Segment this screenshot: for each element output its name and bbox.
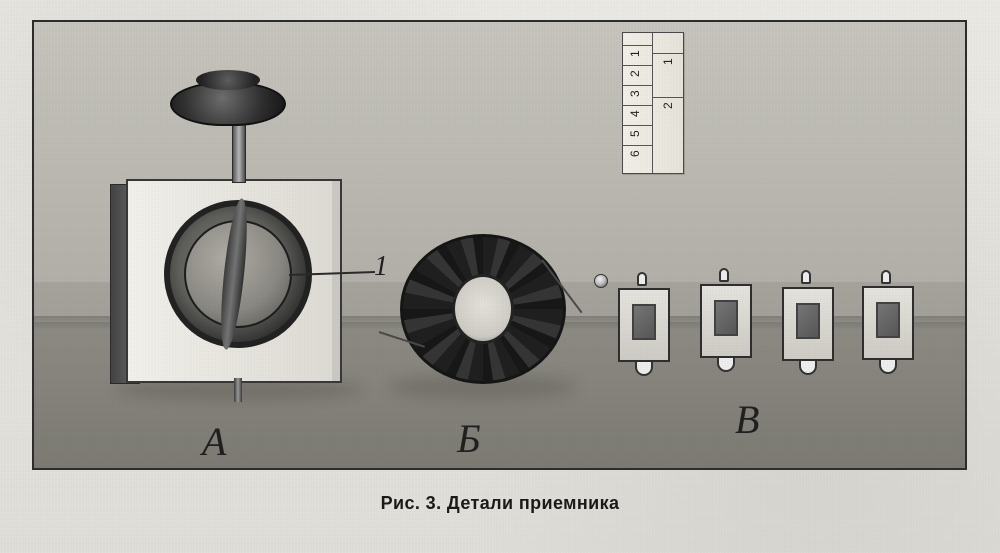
ruler-left-label-6: 6 [628,150,642,157]
ruler-right-label-2: 2 [661,102,675,109]
part-v-component-2 [700,284,752,358]
ruler-left-tick-3 [623,85,652,86]
part-a-shaft [232,117,246,183]
figure-caption: Рис. 3. Детали приемника [380,493,620,513]
part-a-knob-top [196,70,260,90]
part-b-center-hole [452,274,514,344]
part-b-terminal [594,274,608,288]
ruler-left-label-4: 4 [628,110,642,117]
part-v-top-tab-4 [881,270,891,284]
ruler-left-scale: 1 2 3 4 5 6 [623,33,652,173]
ruler-left-label-3: 3 [628,90,642,97]
ruler-left-tick-6 [623,145,652,146]
ruler-left-tick-2 [623,65,652,66]
ruler-right-tick-1 [653,53,683,54]
ruler-right-label-1: 1 [661,58,675,65]
part-v-bottom-lug-1 [635,362,653,376]
part-a-foot [234,378,242,402]
ruler-left-tick-5 [623,125,652,126]
part-v-component-3 [782,287,834,361]
part-v-component-4 [862,286,914,360]
part-v-top-tab-2 [719,268,729,282]
part-v-component-1 [618,288,670,362]
ruler-left-label-1: 1 [628,50,642,57]
ruler-right-tick-2 [653,97,683,98]
part-v-top-tab-1 [637,272,647,286]
ruler-left-label-5: 5 [628,130,642,137]
part-v-bottom-lug-4 [879,360,897,374]
part-v-top-tab-3 [801,270,811,284]
callout-label-1: 1 [374,251,388,282]
ruler-left-tick-1 [623,45,652,46]
part-v-bottom-lug-2 [717,358,735,372]
part-label-b: Б [457,416,481,461]
ruler-left-tick-4 [623,105,652,106]
part-label-a: А [202,419,227,464]
part-v-bottom-lug-3 [799,361,817,375]
ruler-left-label-2: 2 [628,70,642,77]
ruler-divider [652,33,653,173]
part-label-v: В [735,397,760,442]
